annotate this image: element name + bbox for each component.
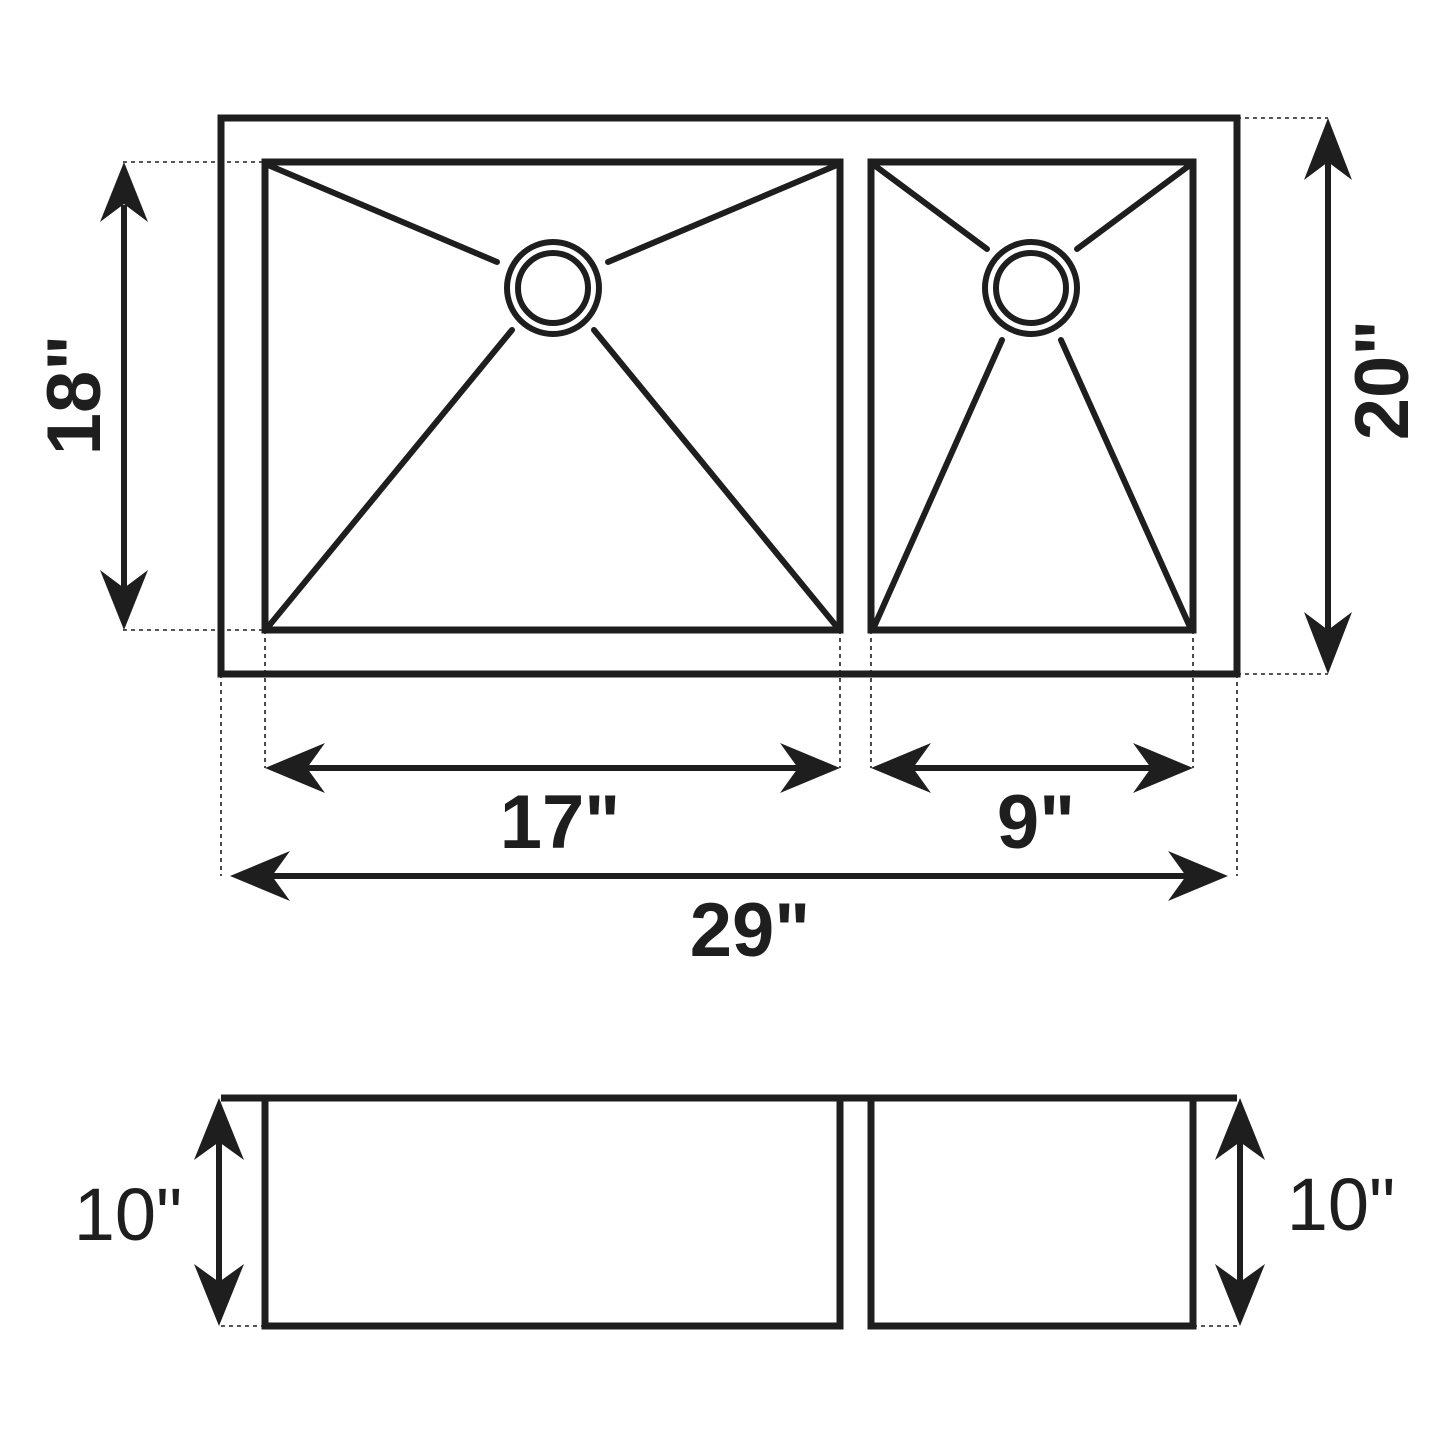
- dimension-label-18: 18": [32, 335, 117, 456]
- front-view: 10" 10": [74, 1094, 1395, 1330]
- right-drain-outer-ring: [982, 239, 1080, 337]
- right-bowl-crease: [1058, 337, 1193, 630]
- left-bowl-crease: [265, 327, 515, 630]
- front-right-bowl: [867, 1098, 1197, 1330]
- right-bowl-crease: [871, 162, 990, 252]
- left-bowl-crease: [591, 327, 840, 630]
- dimension-label-20: 20": [1340, 320, 1425, 441]
- dimension-left-height: 10": [74, 1098, 244, 1326]
- right-bowl-crease: [1074, 162, 1193, 252]
- left-drain-inner-ring: [515, 250, 591, 326]
- left-bowl-crease: [605, 162, 840, 265]
- dimension-label-17: 17": [500, 780, 621, 865]
- extension-lines-top: [123, 117, 1328, 876]
- dimension-label-29: 29": [690, 888, 811, 973]
- dimension-right-height: 10": [1215, 1098, 1395, 1326]
- dimension-total-width: 29": [230, 851, 1228, 973]
- right-bowl-crease: [871, 337, 1005, 630]
- left-bowl-outline: [261, 158, 844, 634]
- right-bowl-outline: [867, 158, 1197, 634]
- left-drain-outer-ring: [504, 239, 602, 337]
- dimension-label-10-left: 10": [74, 1173, 183, 1256]
- left-bowl-crease: [265, 162, 500, 265]
- dimension-total-depth: 20": [1304, 118, 1425, 674]
- front-left-bowl: [261, 1098, 844, 1330]
- left-bowl: [261, 158, 844, 634]
- dimension-right-bowl-width: 9": [871, 743, 1193, 865]
- sink-outer-frame: [217, 114, 1241, 678]
- dimension-label-9: 9": [997, 780, 1075, 865]
- dimension-label-10-right: 10": [1287, 1163, 1396, 1246]
- dimension-left-bowl-width: 17": [265, 743, 840, 865]
- right-drain-inner-ring: [993, 250, 1069, 326]
- top-view: 18" 20" 17" 9" 29": [32, 114, 1425, 973]
- dimension-left-bowl-depth: 18": [32, 162, 148, 630]
- right-bowl: [867, 158, 1197, 634]
